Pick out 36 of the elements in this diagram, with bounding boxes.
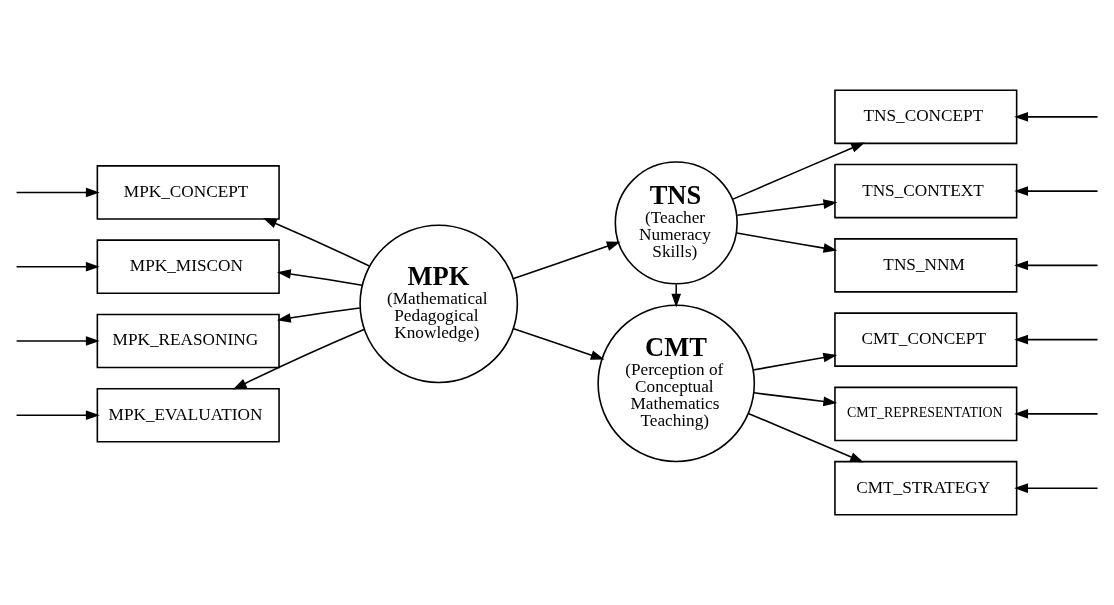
arrow bbox=[732, 142, 865, 200]
arrow bbox=[736, 199, 838, 216]
node-circle: CMT (Perception of Conceptual Mathematics Teaching) bbox=[597, 304, 756, 463]
node-box: TNS_CONCEPT bbox=[834, 89, 1018, 145]
node-box: TNS_NNM bbox=[834, 238, 1018, 293]
arrow bbox=[747, 412, 864, 463]
arrow bbox=[671, 283, 682, 308]
arrow bbox=[15, 336, 100, 346]
node-box: CMT_STRATEGY bbox=[834, 460, 1018, 516]
arrow bbox=[1014, 112, 1099, 122]
arrow bbox=[232, 328, 365, 390]
node-box: MPK_CONCEPT bbox=[96, 165, 280, 220]
arrow bbox=[1014, 409, 1099, 419]
node-box: MPK_EVALUATION bbox=[96, 387, 280, 443]
node-box: CMT_CONCEPT bbox=[834, 312, 1018, 367]
arrow bbox=[263, 218, 371, 267]
arrow bbox=[1014, 260, 1099, 271]
arrow bbox=[735, 232, 838, 253]
arrow bbox=[1014, 186, 1099, 196]
arrow bbox=[1014, 483, 1099, 493]
arrow bbox=[512, 241, 621, 280]
arrow bbox=[1014, 334, 1099, 345]
node-box: MPK_REASONING bbox=[96, 313, 280, 369]
arrow bbox=[15, 261, 100, 272]
node-circle: TNS (Teacher Numeracy Skills) bbox=[614, 161, 738, 285]
arrow bbox=[15, 410, 100, 421]
node-box: CMT_REPRESENTATION bbox=[834, 386, 1018, 442]
node-box: MPK_MISCON bbox=[96, 239, 280, 294]
node-box: TNS_CONTEXT bbox=[834, 163, 1018, 219]
arrow bbox=[512, 328, 605, 360]
arrow bbox=[752, 392, 838, 407]
arrow bbox=[752, 352, 838, 371]
node-circle: MPK (Mathematical Pedagogical Knowledge) bbox=[359, 224, 519, 384]
arrow bbox=[276, 269, 363, 286]
arrow bbox=[277, 307, 361, 323]
arrow bbox=[15, 187, 100, 198]
